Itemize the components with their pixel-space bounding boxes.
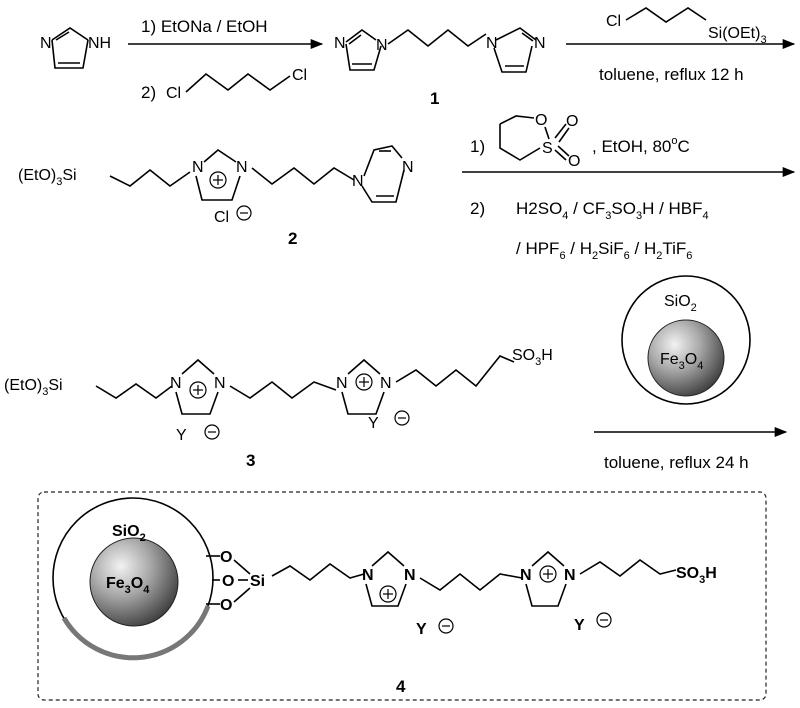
atom-n: N — [376, 37, 388, 54]
counter-anion-y: Y — [574, 617, 585, 634]
propane-sultone-structure: O S O O — [499, 112, 580, 170]
atom-o: O — [566, 113, 578, 130]
counter-anion-y: Y — [368, 415, 379, 432]
counter-anion-y: Y — [176, 427, 187, 444]
atom-o: O — [220, 549, 232, 566]
atom-o: O — [222, 573, 234, 590]
step3-prefix-2: 2) — [470, 199, 485, 218]
atom-s: S — [542, 140, 553, 157]
fe3o4-label: Fe3O4 — [106, 575, 150, 596]
step3-acids-line1: H2SO4 / CF3SO3H / HBF4 — [516, 199, 709, 222]
atom-o: O — [568, 153, 580, 170]
fe3o4-label: Fe3O4 — [660, 351, 703, 372]
step3-prefix-1: 1) — [470, 137, 485, 156]
step1-reagent-prefix: 2) — [141, 83, 156, 102]
sio2-label: SiO2 — [664, 293, 697, 314]
compound-label-3: 3 — [246, 451, 255, 470]
atom-n: N — [236, 159, 248, 176]
fe3o4-sio2-nanoparticle: SiO2 Fe3O4 — [621, 275, 751, 405]
atom-n: N — [214, 375, 226, 392]
si-oet3-label: Si(OEt)3 — [708, 25, 767, 46]
atom-n: N — [380, 375, 392, 392]
compound-label-1: 1 — [430, 89, 439, 108]
counter-anion-y: Y — [416, 621, 427, 638]
atom-o: O — [220, 597, 232, 614]
atom-cl: Cl — [214, 209, 229, 226]
compound-4-structure: SiO2 Fe3O4 O O O Si N N N N SO3H Y Y — [52, 497, 717, 661]
atom-o: O — [535, 112, 547, 129]
so3h-label: SO3H — [676, 565, 717, 586]
imidazole-structure: N NH — [40, 27, 111, 69]
so3h-label: SO3H — [512, 347, 553, 368]
compound-3-structure: (EtO)3Si N N N N SO3H Y Y — [4, 347, 553, 444]
atom-n: N — [402, 159, 414, 176]
compound-1-structure: N N N N — [334, 27, 546, 73]
compound-label-2: 2 — [288, 229, 297, 248]
atom-n: N — [520, 567, 532, 584]
atom-n: N — [352, 173, 364, 190]
atom-n: N — [334, 35, 346, 52]
step1-reagent-line1: 1) EtONa / EtOH — [141, 17, 268, 36]
compound-label-4: 4 — [396, 677, 406, 696]
step4-conditions: toluene, reflux 24 h — [604, 453, 749, 472]
sio2-label: SiO2 — [112, 523, 146, 544]
step3-solvent-temp: , EtOH, 80oC — [592, 135, 690, 156]
atom-n: N — [192, 159, 204, 176]
compound-2-structure: (EtO)3Si N N N N Cl — [18, 145, 414, 226]
atom-cl: Cl — [292, 67, 307, 84]
atom-n: N — [404, 567, 416, 584]
step2-conditions: toluene, reflux 12 h — [599, 65, 744, 84]
atom-n: N — [40, 35, 52, 52]
atom-n: N — [336, 375, 348, 392]
atom-cl: Cl — [166, 85, 181, 102]
product-4-box — [37, 491, 767, 701]
atom-n: N — [170, 375, 182, 392]
atom-si: Si — [250, 573, 265, 590]
atom-n: N — [362, 567, 374, 584]
dichlorobutane-structure: Cl Cl — [166, 67, 307, 102]
atom-n: N — [564, 567, 576, 584]
atom-n: N — [486, 35, 498, 52]
atom-nh: NH — [88, 35, 111, 52]
chloropropyl-triethoxysilane-structure: Cl Si(OEt)3 — [606, 7, 767, 46]
step3-acids-line2: / HPF6 / H2SiF6 / H2TiF6 — [516, 239, 692, 262]
eto3si-label: (EtO)3Si — [18, 167, 77, 188]
eto3si-label: (EtO)3Si — [4, 377, 63, 398]
atom-n: N — [534, 35, 546, 52]
atom-cl: Cl — [606, 13, 621, 30]
